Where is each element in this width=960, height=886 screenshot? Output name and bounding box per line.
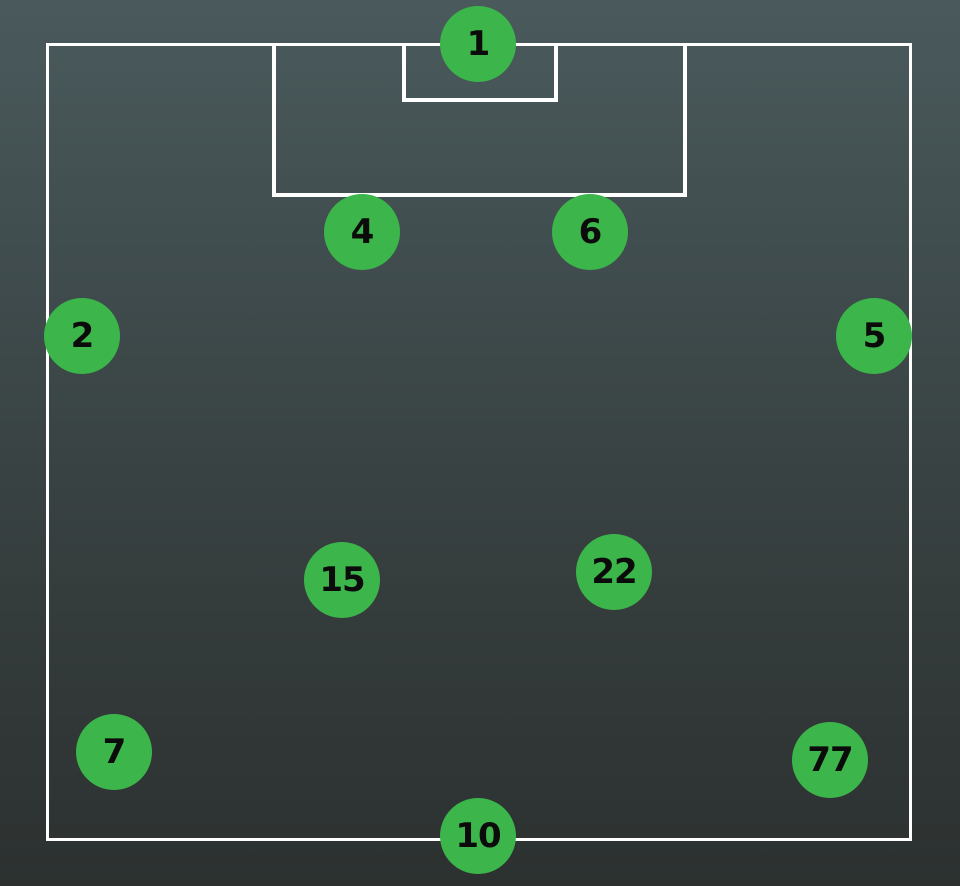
player-marker[interactable]: 5 <box>836 298 912 374</box>
goal-area <box>402 43 558 102</box>
player-marker[interactable]: 1 <box>440 6 516 82</box>
player-number: 7 <box>102 732 127 772</box>
player-marker[interactable]: 22 <box>576 534 652 610</box>
player-marker[interactable]: 7 <box>76 714 152 790</box>
player-marker[interactable]: 15 <box>304 542 380 618</box>
player-number: 2 <box>70 316 95 356</box>
player-number: 77 <box>807 740 853 780</box>
penalty-area <box>272 43 687 197</box>
player-marker[interactable]: 4 <box>324 194 400 270</box>
player-number: 5 <box>862 316 887 356</box>
player-number: 22 <box>591 552 637 592</box>
player-marker[interactable]: 6 <box>552 194 628 270</box>
player-marker[interactable]: 77 <box>792 722 868 798</box>
player-number: 4 <box>350 212 375 252</box>
player-number: 1 <box>466 24 491 64</box>
player-marker[interactable]: 10 <box>440 798 516 874</box>
player-number: 10 <box>455 816 501 856</box>
player-number: 15 <box>319 560 365 600</box>
player-marker[interactable]: 2 <box>44 298 120 374</box>
player-number: 6 <box>578 212 603 252</box>
